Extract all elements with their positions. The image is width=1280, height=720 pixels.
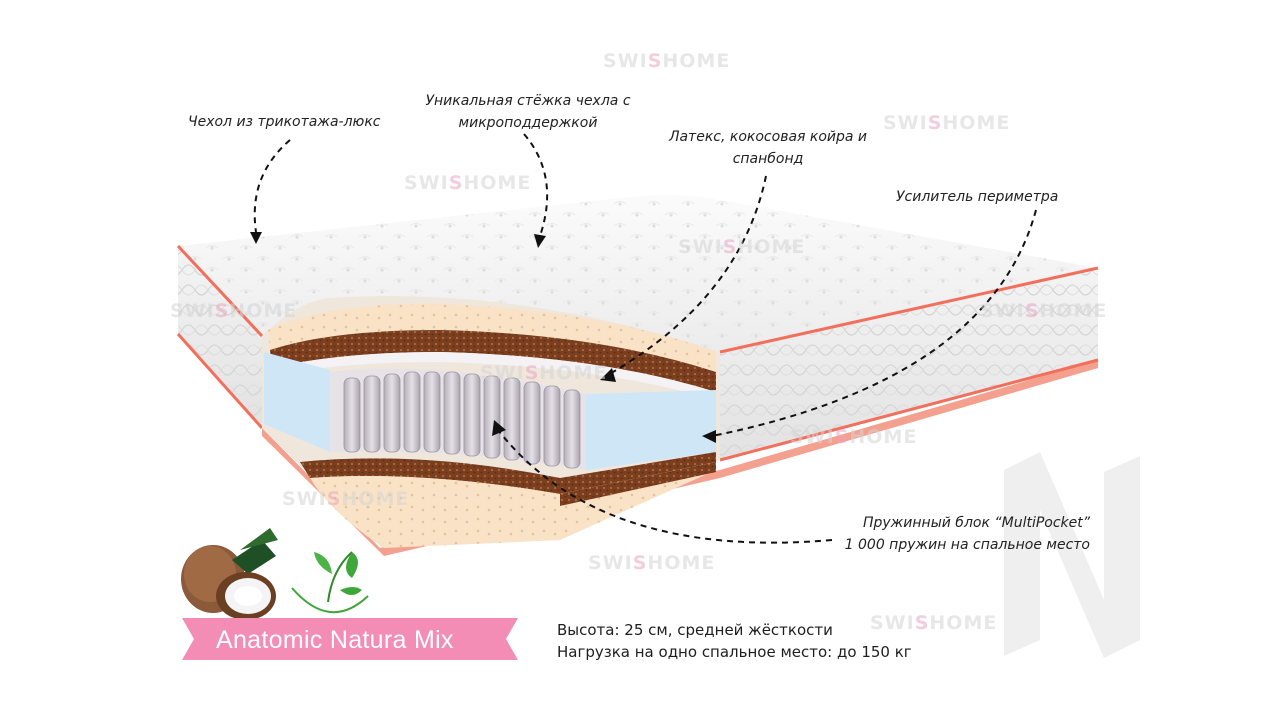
brand-watermark: SWISHOME	[170, 300, 298, 322]
coconut-icon	[181, 528, 278, 620]
foam-perimeter-right	[586, 390, 716, 470]
annotation-perimeter: Усилитель периметра	[896, 189, 1059, 205]
spec-load: Нагрузка на одно спальное место: до 150 …	[557, 643, 912, 661]
annotation-stitch-line1: Уникальная стёжка чехла с	[425, 93, 631, 109]
brand-watermark: SWISHOME	[678, 236, 806, 258]
coir-top-layer	[270, 330, 716, 392]
brand-watermark: SWISHOME	[282, 488, 410, 510]
green-leaf-icon	[291, 551, 369, 613]
annotation-springs: Пружинный блок “MultiPocket” 1 000 пружи…	[800, 512, 1090, 556]
brand-watermark: SWISHOME	[603, 50, 731, 72]
annotation-stitch-line2: микроподдержкой	[458, 115, 598, 131]
annotation-stitch: Уникальная стёжка чехла с микроподдержко…	[408, 90, 648, 134]
brand-watermark: SWISHOME	[404, 172, 532, 194]
spec-height: Высота: 25 см, средней жёсткости	[557, 621, 833, 639]
product-ribbon	[182, 618, 518, 660]
latex-top-layer	[268, 303, 716, 372]
n-logo-icon	[1004, 452, 1140, 658]
annotation-layers: Латекс, кокосовая койра и спанбонд	[648, 126, 888, 170]
brand-watermark: SWISHOME	[883, 112, 1011, 134]
brand-watermark: SWISHOME	[588, 552, 716, 574]
product-name: Anatomic Natura Mix	[216, 626, 454, 654]
annotation-springs-line2: 1 000 пружин на спальное место	[844, 537, 1090, 553]
brand-watermark: SWISHOME	[870, 612, 998, 634]
annotation-cover: Чехол из трикотажа-люкс	[188, 114, 381, 130]
brand-watermark: SWISHOME	[790, 426, 918, 448]
coir-bottom-layer	[300, 452, 716, 494]
annotation-layers-line2: спанбонд	[732, 151, 804, 167]
brand-watermark: SWISHOME	[980, 300, 1108, 322]
foam-perimeter-left	[264, 352, 330, 452]
annotation-springs-line1: Пружинный блок “MultiPocket”	[862, 515, 1090, 531]
brand-watermark: SWISHOME	[480, 362, 608, 384]
annotation-layers-line1: Латекс, кокосовая койра и	[668, 129, 868, 145]
pocket-springs	[343, 371, 581, 469]
